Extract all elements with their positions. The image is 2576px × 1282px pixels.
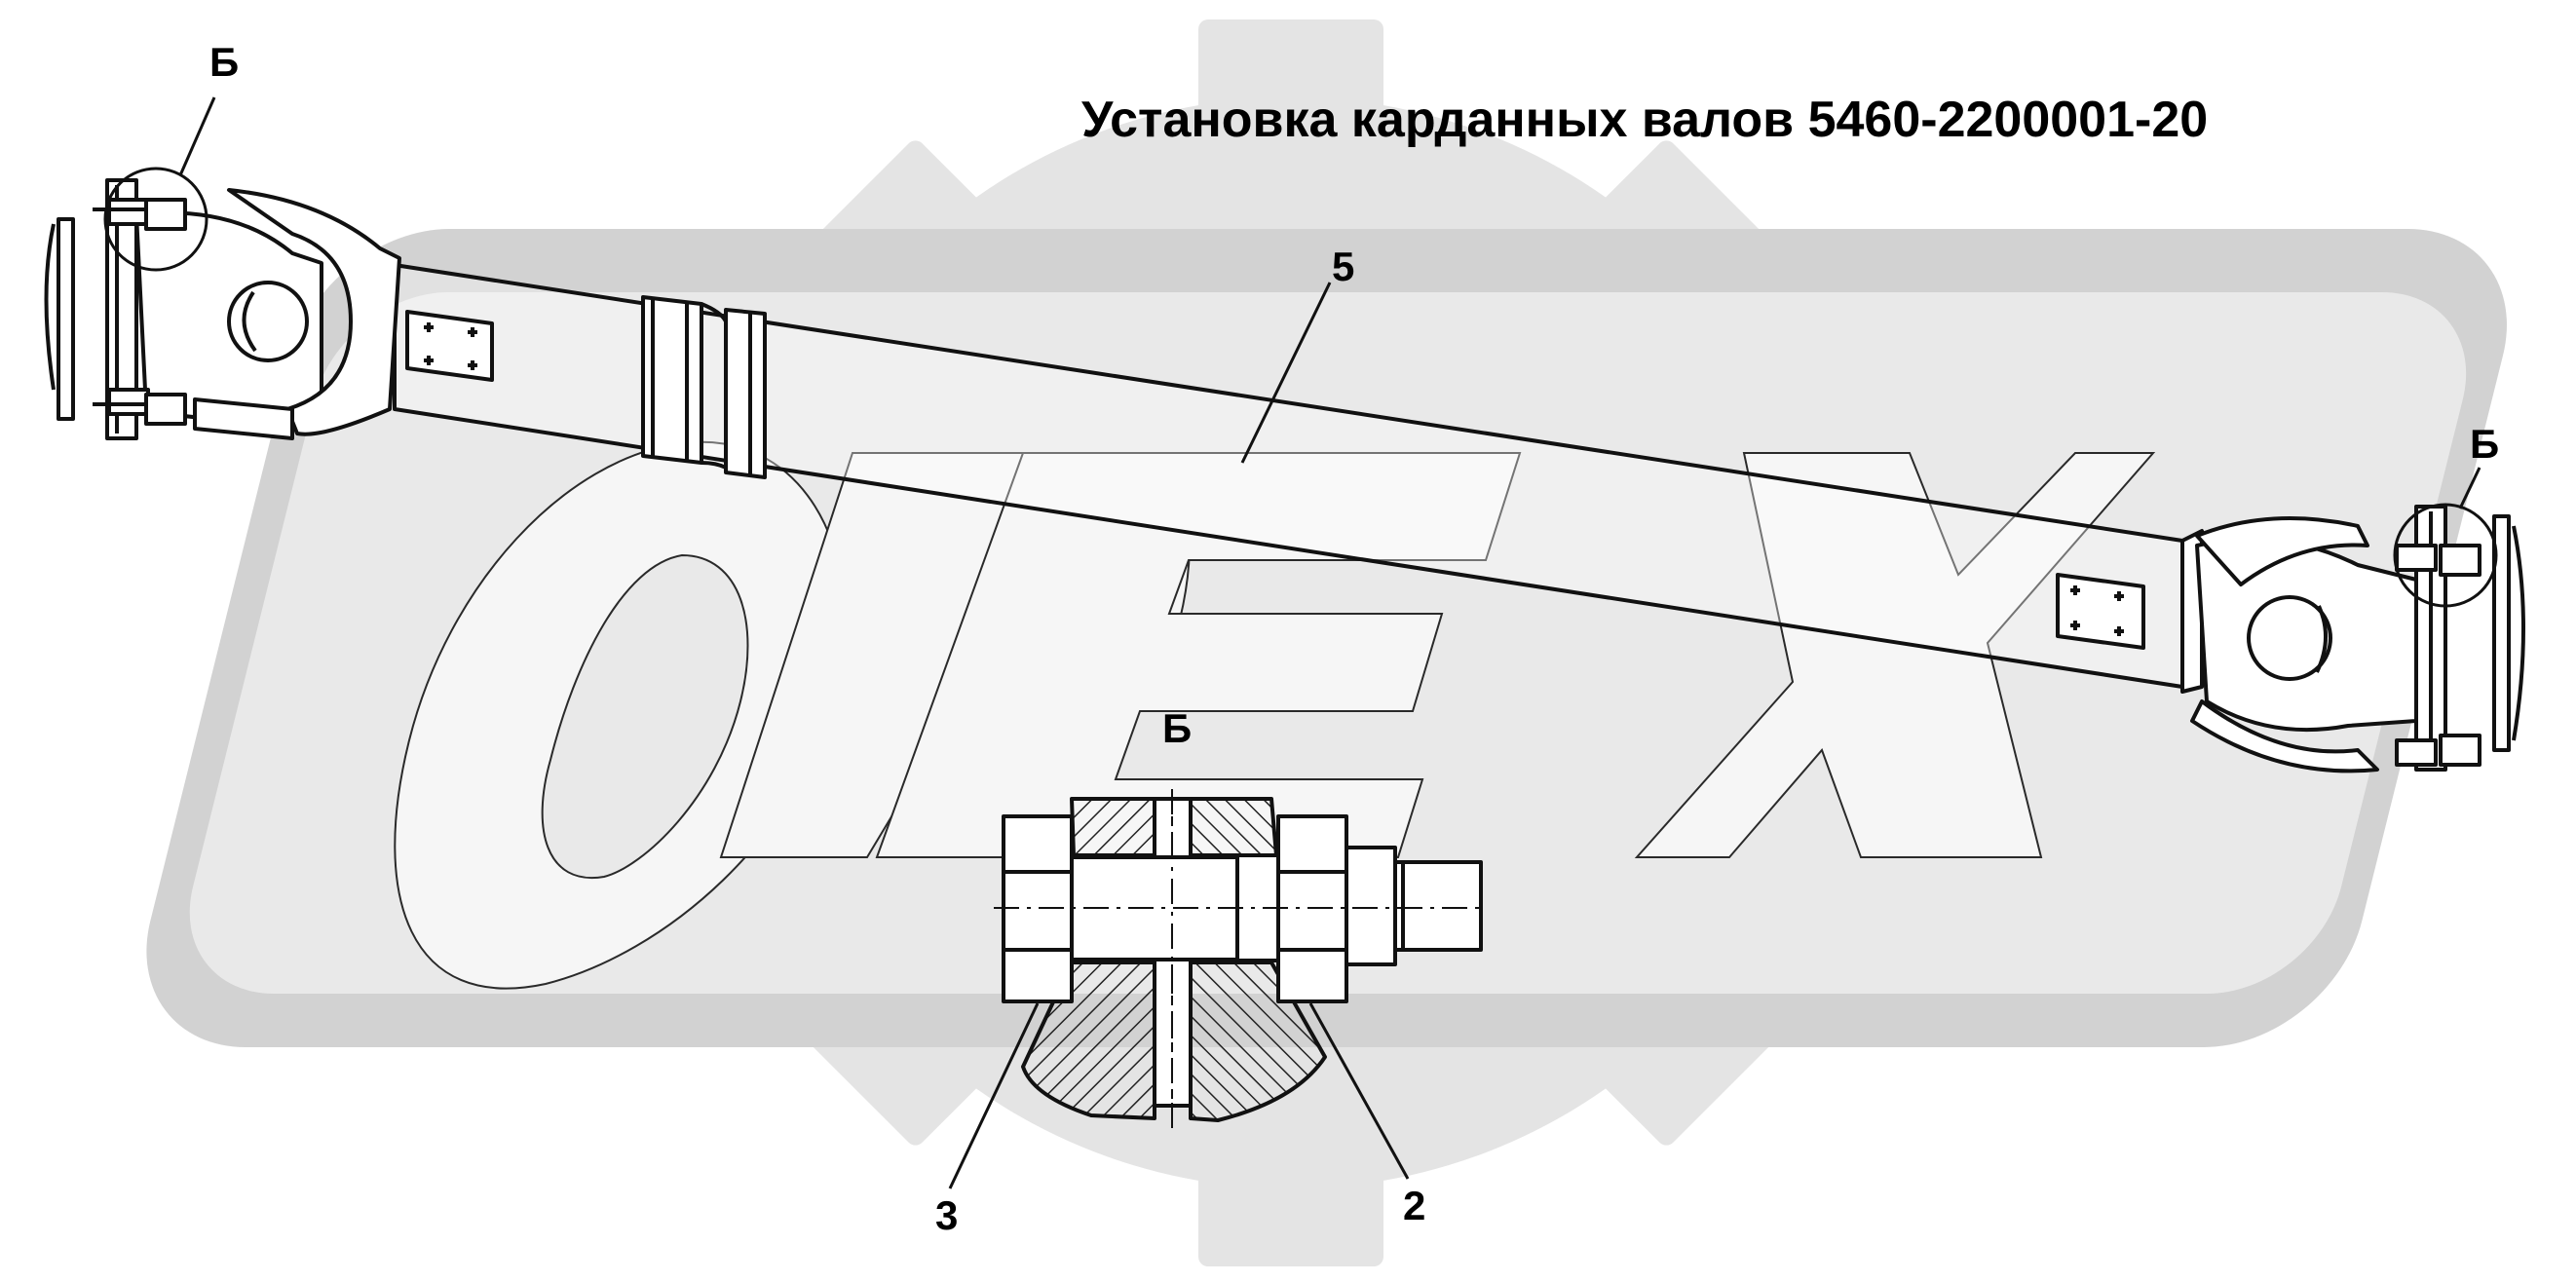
detail-circle-left	[103, 167, 208, 272]
callout-detail-title: Б	[1162, 705, 1192, 751]
page-title: Установка карданных валов 5460-2200001-2…	[1081, 92, 2208, 148]
cardan-shaft	[44, 96, 2525, 773]
leader-view-left	[178, 96, 216, 176]
balance-plate-left	[405, 310, 494, 382]
detail-bolt-joint	[948, 789, 1486, 1189]
balance-plate-right	[2056, 573, 2145, 650]
universal-joint-left	[44, 178, 401, 440]
watermark-logo	[146, 19, 2507, 1266]
callout-view-right: Б	[2470, 421, 2499, 467]
spline-sleeve	[641, 295, 767, 479]
callout-part-3: 3	[935, 1192, 958, 1238]
leader-part-2	[1308, 1002, 1410, 1180]
callout-part-2: 2	[1403, 1183, 1425, 1228]
watermark-letters	[394, 440, 2156, 990]
upper-flange-left	[1070, 797, 1156, 857]
detail-circle-right	[2393, 503, 2498, 608]
upper-flange-right	[1189, 797, 1278, 857]
leader-part-3	[948, 1002, 1040, 1189]
leader-part-5	[1240, 282, 1332, 464]
universal-joint-right	[2180, 505, 2525, 773]
leader-view-right	[2458, 467, 2481, 509]
callout-part-5: 5	[1332, 244, 1354, 289]
bolt-thread-end	[1345, 846, 1397, 966]
callout-view-left: Б	[209, 39, 239, 85]
